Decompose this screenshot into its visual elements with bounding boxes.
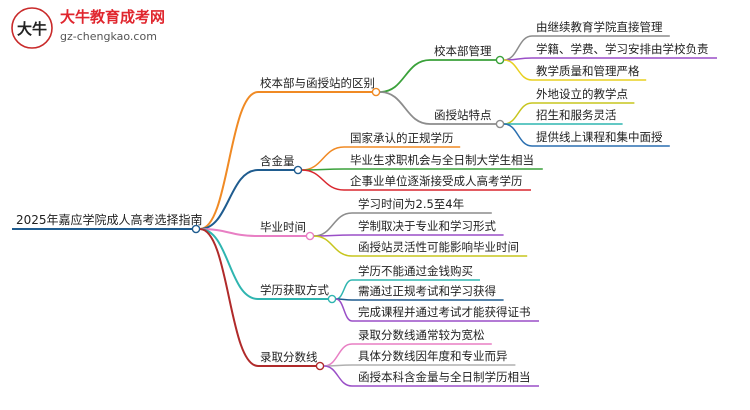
- branch-label: 毕业时间: [260, 220, 306, 234]
- leaf-connector: [301, 169, 345, 191]
- logo-mark: 大牛: [11, 7, 53, 49]
- leaf-label: 函授本科含金量与全日制学历相当: [358, 370, 531, 384]
- branch-node-dot: [315, 361, 325, 371]
- leaf-connector: [301, 146, 345, 171]
- leaf-label: 学制取决于专业和学习形式: [358, 219, 496, 233]
- leaf-label: 学籍、学费、学习安排由学校负责: [536, 42, 709, 56]
- site-logo[interactable]: 大牛 大牛教育成考网 gz-chengkao.com: [6, 2, 181, 54]
- root-node-dot: [191, 224, 201, 234]
- leaf-label: 国家承认的正规学历: [350, 131, 454, 145]
- logo-brand-name: 大牛教育成考网: [60, 8, 166, 26]
- leaf-label: 函授站灵活性可能影响毕业时间: [358, 240, 519, 254]
- leaf-connector: [323, 365, 353, 387]
- leaf-label: 提供线上课程和集中面授: [536, 130, 663, 144]
- branch-label: 学历获取方式: [260, 283, 329, 297]
- leaf-connector: [313, 235, 353, 257]
- branch-node-dot: [371, 87, 381, 97]
- branch-label: 校本部与函授站的区别: [260, 76, 375, 90]
- branch-node-dot: [293, 165, 303, 175]
- leaf-label: 由继续教育学院直接管理: [536, 20, 663, 34]
- leaf-label: 毕业生求职机会与全日制大学生相当: [350, 153, 534, 167]
- sub-branch-label: 校本部管理: [434, 44, 492, 58]
- logo-mark-text: 大牛: [17, 20, 47, 38]
- sub-branch-connector: [379, 59, 431, 93]
- branch-label: 含金量: [260, 154, 295, 168]
- leaf-connector: [323, 343, 353, 367]
- branch-connector: [199, 228, 259, 300]
- sub-branch-connector: [379, 91, 431, 125]
- leaf-label: 学习时间为2.5至4年: [358, 197, 464, 211]
- leaf-connector: [313, 212, 353, 237]
- branch-node-dot: [327, 294, 337, 304]
- sub-branch-label: 函授站特点: [434, 108, 492, 122]
- leaf-label: 企事业单位逐渐接受成人高考学历: [350, 174, 523, 188]
- leaf-connector: [503, 102, 533, 125]
- leaf-connector: [503, 35, 533, 61]
- branch-connector: [199, 91, 259, 230]
- branch-label: 录取分数线: [260, 350, 318, 364]
- branch-node-dot: [305, 231, 315, 241]
- leaf-label: 录取分数线通常较为宽松: [358, 328, 485, 342]
- sub-branch-node-dot: [495, 55, 505, 65]
- leaf-connector: [503, 123, 533, 147]
- branch-connector: [199, 228, 259, 367]
- branch-connector: [199, 228, 259, 237]
- logo-url: gz-chengkao.com: [60, 30, 157, 43]
- sub-branch-node-dot: [495, 119, 505, 129]
- leaf-label: 完成课程并通过考试才能获得证书: [358, 305, 531, 319]
- leaf-connector: [335, 279, 353, 300]
- branch-connector: [199, 169, 259, 230]
- leaf-connector: [503, 59, 533, 81]
- leaf-label: 具体分数线因年度和专业而异: [358, 349, 508, 363]
- root-label: 2025年嘉应学院成人高考选择指南: [16, 212, 203, 227]
- leaf-connector: [335, 298, 353, 322]
- leaf-label: 学历不能通过金钱购买: [358, 264, 473, 278]
- leaf-label: 教学质量和管理严格: [536, 64, 640, 78]
- leaf-label: 需通过正规考试和学习获得: [358, 284, 496, 298]
- leaf-label: 外地设立的教学点: [536, 87, 628, 101]
- leaf-label: 招生和服务灵活: [536, 108, 617, 122]
